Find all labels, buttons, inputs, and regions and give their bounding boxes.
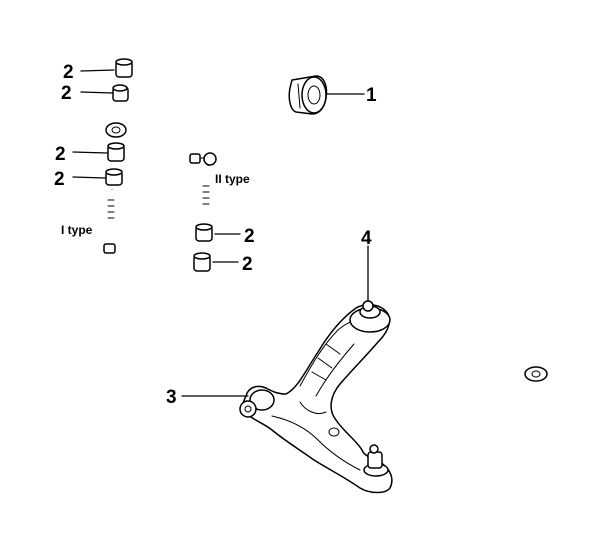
- callout-bush-mid-1: 2: [55, 144, 66, 165]
- label-type-one: I type: [61, 223, 93, 237]
- label-type-two: II type: [215, 172, 250, 186]
- leader-lines: [72, 69, 369, 397]
- callout-bush-top-1: 2: [63, 62, 74, 83]
- callout-bush-mid-2: 2: [54, 169, 65, 190]
- type-one-bolt: [103, 189, 116, 254]
- bushing-right-2: [193, 252, 211, 272]
- callout-control-arm: 3: [166, 387, 177, 408]
- bushing-top-2: [112, 84, 129, 102]
- bushing-mid-2: [105, 168, 123, 186]
- bar-left-eye: [105, 122, 127, 138]
- callout-ball-joint: 4: [361, 228, 372, 249]
- bushing-top-1: [115, 58, 133, 78]
- callout-bush-top-2: 2: [61, 83, 72, 104]
- bar-bushing: [288, 75, 328, 115]
- stabilizer-bar: [120, 87, 544, 378]
- control-arm: [239, 300, 393, 494]
- bushing-mid-1: [107, 142, 125, 162]
- bushing-right-1: [195, 223, 213, 242]
- callout-bush-right-1: 2: [244, 226, 255, 247]
- type-two-link: [189, 152, 217, 229]
- bar-right-eye: [524, 366, 548, 382]
- callout-bush-right-2: 2: [242, 254, 253, 275]
- callout-stabilizer-bar: 1: [366, 85, 377, 106]
